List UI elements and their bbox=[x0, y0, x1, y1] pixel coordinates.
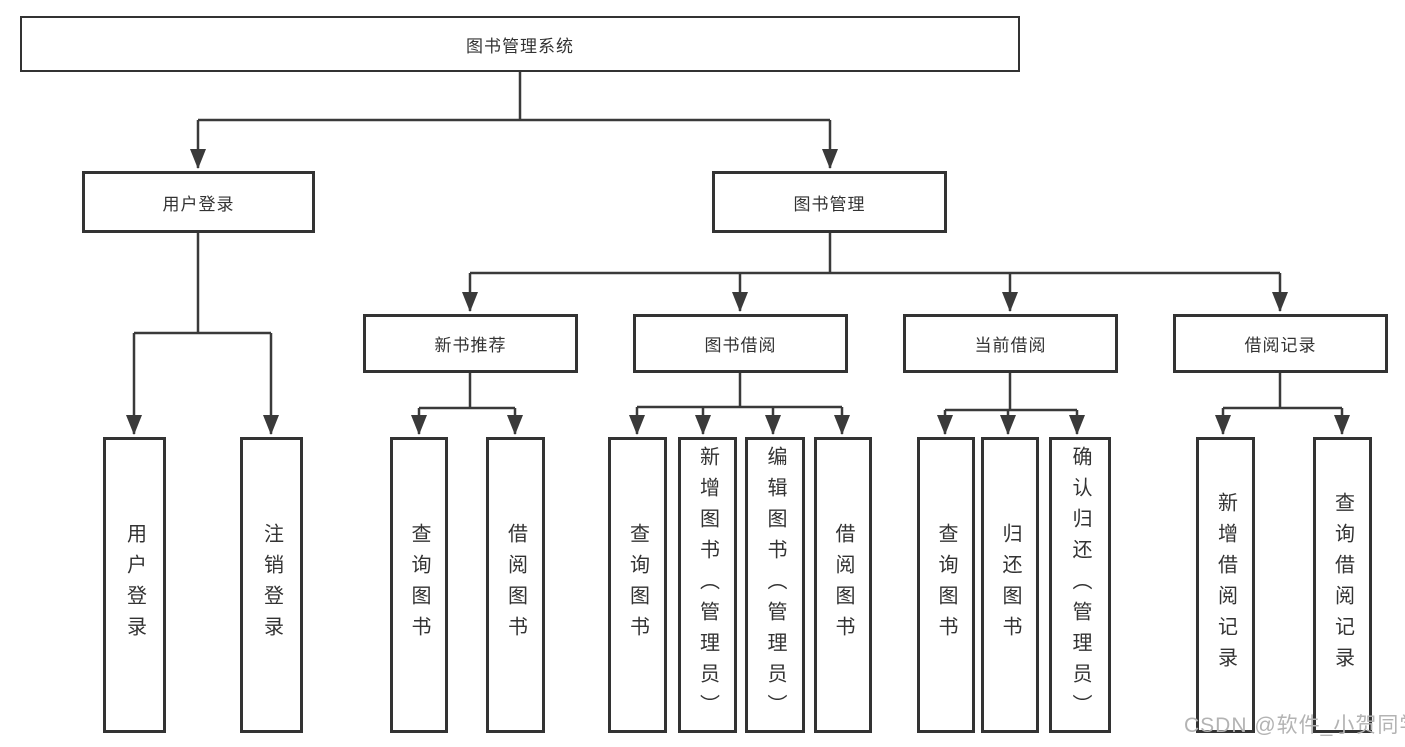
node-current-borrowing: 当前借阅 bbox=[903, 314, 1118, 373]
node-user-login-branch: 用户登录 bbox=[82, 171, 315, 233]
leaf-current-query-books: 查询图书 bbox=[917, 437, 975, 733]
leaf-logout: 注销登录 bbox=[240, 437, 303, 733]
node-book-management-branch: 图书管理 bbox=[712, 171, 947, 233]
leaf-borrowing-edit-books-admin-label: 编辑图书（管理员） bbox=[764, 445, 786, 725]
csdn-watermark: CSDN @软件_小贺同学 bbox=[1184, 714, 1405, 737]
leaf-current-return-books: 归还图书 bbox=[981, 437, 1039, 733]
leaf-current-return-books-label: 归还图书 bbox=[999, 523, 1021, 647]
leaf-current-query-books-label: 查询图书 bbox=[935, 523, 957, 647]
leaf-records-add-record-label: 新增借阅记录 bbox=[1214, 492, 1237, 678]
node-book-borrowing: 图书借阅 bbox=[633, 314, 848, 373]
leaf-newbook-borrow-books: 借阅图书 bbox=[486, 437, 545, 733]
node-new-book-recommend: 新书推荐 bbox=[363, 314, 578, 373]
leaf-borrowing-borrow-books: 借阅图书 bbox=[814, 437, 872, 733]
leaf-records-query-record-label: 查询借阅记录 bbox=[1331, 492, 1354, 678]
leaf-logout-label: 注销登录 bbox=[260, 523, 283, 647]
leaf-borrowing-borrow-books-label: 借阅图书 bbox=[832, 523, 854, 647]
leaf-current-confirm-return-admin: 确认归还（管理员） bbox=[1049, 437, 1111, 733]
node-borrowing-records: 借阅记录 bbox=[1173, 314, 1388, 373]
leaf-borrowing-query-books-label: 查询图书 bbox=[626, 523, 649, 647]
leaf-newbook-borrow-books-label: 借阅图书 bbox=[504, 523, 527, 647]
leaf-user-login: 用户登录 bbox=[103, 437, 166, 733]
leaf-borrowing-add-books-admin: 新增图书（管理员） bbox=[678, 437, 737, 733]
node-system-root: 图书管理系统 bbox=[20, 16, 1020, 72]
leaf-borrowing-query-books: 查询图书 bbox=[608, 437, 667, 733]
leaf-borrowing-add-books-admin-label: 新增图书（管理员） bbox=[696, 445, 719, 725]
connector-trunks bbox=[134, 72, 1342, 412]
leaf-current-confirm-return-admin-label: 确认归还（管理员） bbox=[1069, 445, 1091, 725]
leaf-records-query-record: 查询借阅记录 bbox=[1313, 437, 1372, 733]
leaf-newbook-query-books-label: 查询图书 bbox=[408, 523, 430, 647]
leaf-records-add-record: 新增借阅记录 bbox=[1196, 437, 1255, 733]
leaf-borrowing-edit-books-admin: 编辑图书（管理员） bbox=[745, 437, 805, 733]
leaf-newbook-query-books: 查询图书 bbox=[390, 437, 448, 733]
leaf-user-login-label: 用户登录 bbox=[123, 523, 146, 647]
